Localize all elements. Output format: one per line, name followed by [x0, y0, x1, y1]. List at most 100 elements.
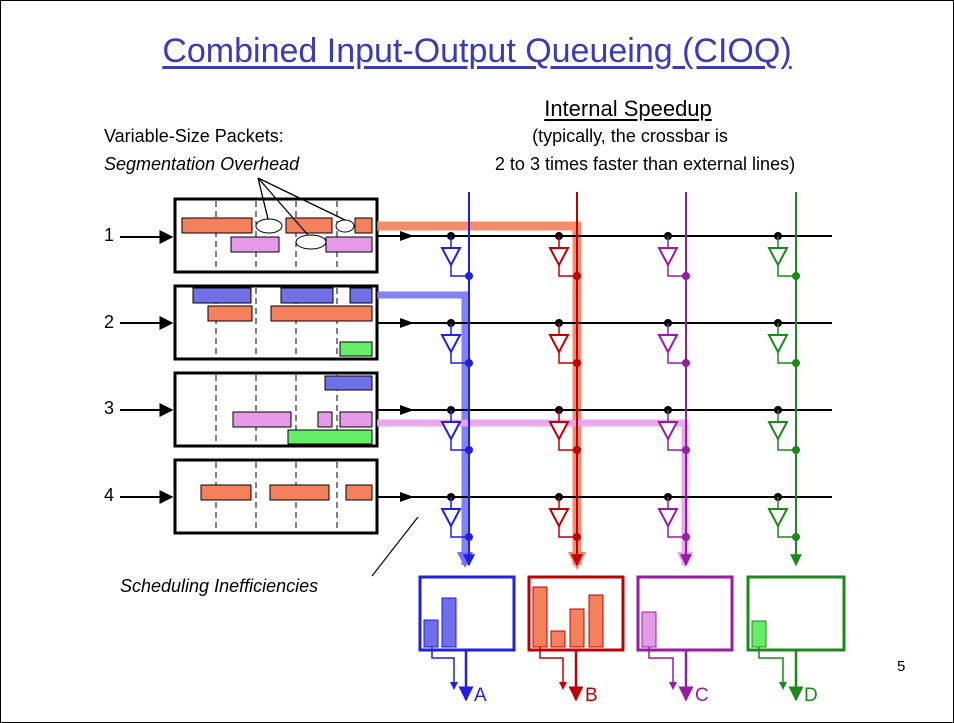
scheduling-callout: [371, 516, 419, 577]
crosspoint-dot-icon: [465, 359, 473, 367]
output-label-a: A: [474, 685, 487, 706]
buffer-triangle-icon: [767, 247, 789, 268]
packet: [285, 217, 333, 234]
overhead-bubble: [295, 234, 327, 250]
arrow-right-icon: [400, 231, 414, 241]
crosspoint-dot-icon: [573, 359, 581, 367]
crosspoint-dot-icon: [465, 272, 473, 280]
crosspoint-dot-icon: [792, 272, 800, 280]
crosspoint-2-c: [657, 319, 690, 367]
packet: [354, 217, 373, 234]
crosspoint-dot-icon: [465, 446, 473, 454]
flow-1-to-b: [377, 221, 582, 565]
packet: [339, 411, 373, 428]
crosspoint-2-d: [767, 319, 800, 367]
crosspoint-4-d: [767, 493, 800, 541]
crosspoint-3-b: [548, 406, 581, 454]
packet: [324, 375, 373, 391]
page-number: 5: [897, 658, 906, 675]
segmentation-callout: [257, 177, 346, 236]
crosspoint-1-a: [440, 232, 473, 280]
arrow-down-icon: [457, 552, 473, 568]
crosspoint-1-d: [767, 232, 800, 280]
input-label-4: 4: [104, 485, 115, 505]
input-queue-1: [173, 197, 379, 274]
crosspoint-dot-icon: [682, 359, 690, 367]
overhead-bubble: [255, 218, 283, 234]
speedup-note-line2: 2 to 3 times faster than external lines): [494, 154, 796, 174]
packet: [207, 305, 253, 322]
speedup-heading: Internal Speedup: [544, 96, 712, 121]
crosspoint-dot-icon: [573, 446, 581, 454]
packet: [339, 341, 373, 357]
crosspoint-3-a: [440, 406, 473, 454]
buffer-triangle-icon: [657, 508, 679, 529]
slide-title: Combined Input-Output Queueing (CIOQ): [162, 32, 792, 70]
flow-2-to-a: [377, 291, 469, 565]
input-arrows: [120, 230, 174, 504]
packet: [192, 287, 252, 304]
overhead-bubble: [335, 219, 355, 233]
buffer-triangle-icon: [767, 421, 789, 442]
crosspoint-4-c: [657, 493, 690, 541]
packet: [230, 236, 280, 253]
buffer-triangle-icon: [657, 421, 679, 442]
input-label-3: 3: [104, 398, 115, 418]
packet: [269, 484, 330, 501]
packet: [270, 305, 373, 322]
crosspoint-1-b: [548, 232, 581, 280]
crosspoint-2-b: [548, 319, 581, 367]
buffer-triangle-icon: [657, 247, 679, 268]
buffer-triangle-icon: [767, 508, 789, 529]
arrow-right-icon: [400, 492, 414, 502]
packet: [349, 287, 373, 304]
queue-4-packets: [200, 484, 373, 501]
output-label-d: D: [804, 685, 818, 706]
crosspoint-dot-icon: [792, 359, 800, 367]
output-queues: [418, 575, 846, 652]
flow-3-to-c: [377, 419, 689, 565]
speedup-note-line1: (typically, the crossbar is: [532, 126, 728, 146]
packet: [287, 429, 373, 445]
buffer-triangle-icon: [440, 334, 462, 355]
output-exits: [431, 647, 804, 702]
queue-3-packets: [232, 375, 373, 445]
crosspoint-dot-icon: [573, 533, 581, 541]
crosspoint-dot-icon: [682, 533, 690, 541]
buffer-triangle-icon: [657, 334, 679, 355]
input-queue-4: [173, 458, 379, 535]
buffer-triangle-icon: [767, 334, 789, 355]
output-label-c: C: [695, 685, 709, 706]
output-queue-packets: [423, 586, 767, 648]
scheduling-label: Scheduling Inefficiencies: [120, 576, 319, 596]
crosspoint-3-c: [657, 406, 690, 454]
crossbar-input-lines: [377, 235, 832, 498]
crosspoint-dot-icon: [792, 446, 800, 454]
buffer-triangle-icon: [548, 334, 570, 355]
segmentation-label: Segmentation Overhead: [104, 154, 300, 174]
crosspoint-1-c: [657, 232, 690, 280]
packet: [325, 236, 373, 253]
output-queue-d: [746, 575, 846, 652]
packet: [317, 411, 333, 428]
packet: [280, 287, 334, 304]
packet: [345, 484, 373, 501]
buffer-triangle-icon: [548, 508, 570, 529]
queue-2-packets: [192, 287, 373, 357]
input-label-1: 1: [104, 225, 115, 245]
crosspoint-dot-icon: [682, 272, 690, 280]
arrow-right-icon: [400, 318, 414, 328]
crosspoint-dot-icon: [792, 533, 800, 541]
crosspoint-3-d: [767, 406, 800, 454]
crosspoint-dot-icon: [573, 272, 581, 280]
crosspoint-4-b: [548, 493, 581, 541]
packet: [200, 484, 252, 501]
arrow-right-icon: [400, 405, 414, 415]
buffer-triangle-icon: [548, 247, 570, 268]
crosspoint-buffers: [440, 232, 800, 541]
buffer-triangle-icon: [440, 421, 462, 442]
line-arrows: [400, 231, 414, 502]
queue-1-packets: [181, 217, 373, 253]
buffer-triangle-icon: [440, 508, 462, 529]
